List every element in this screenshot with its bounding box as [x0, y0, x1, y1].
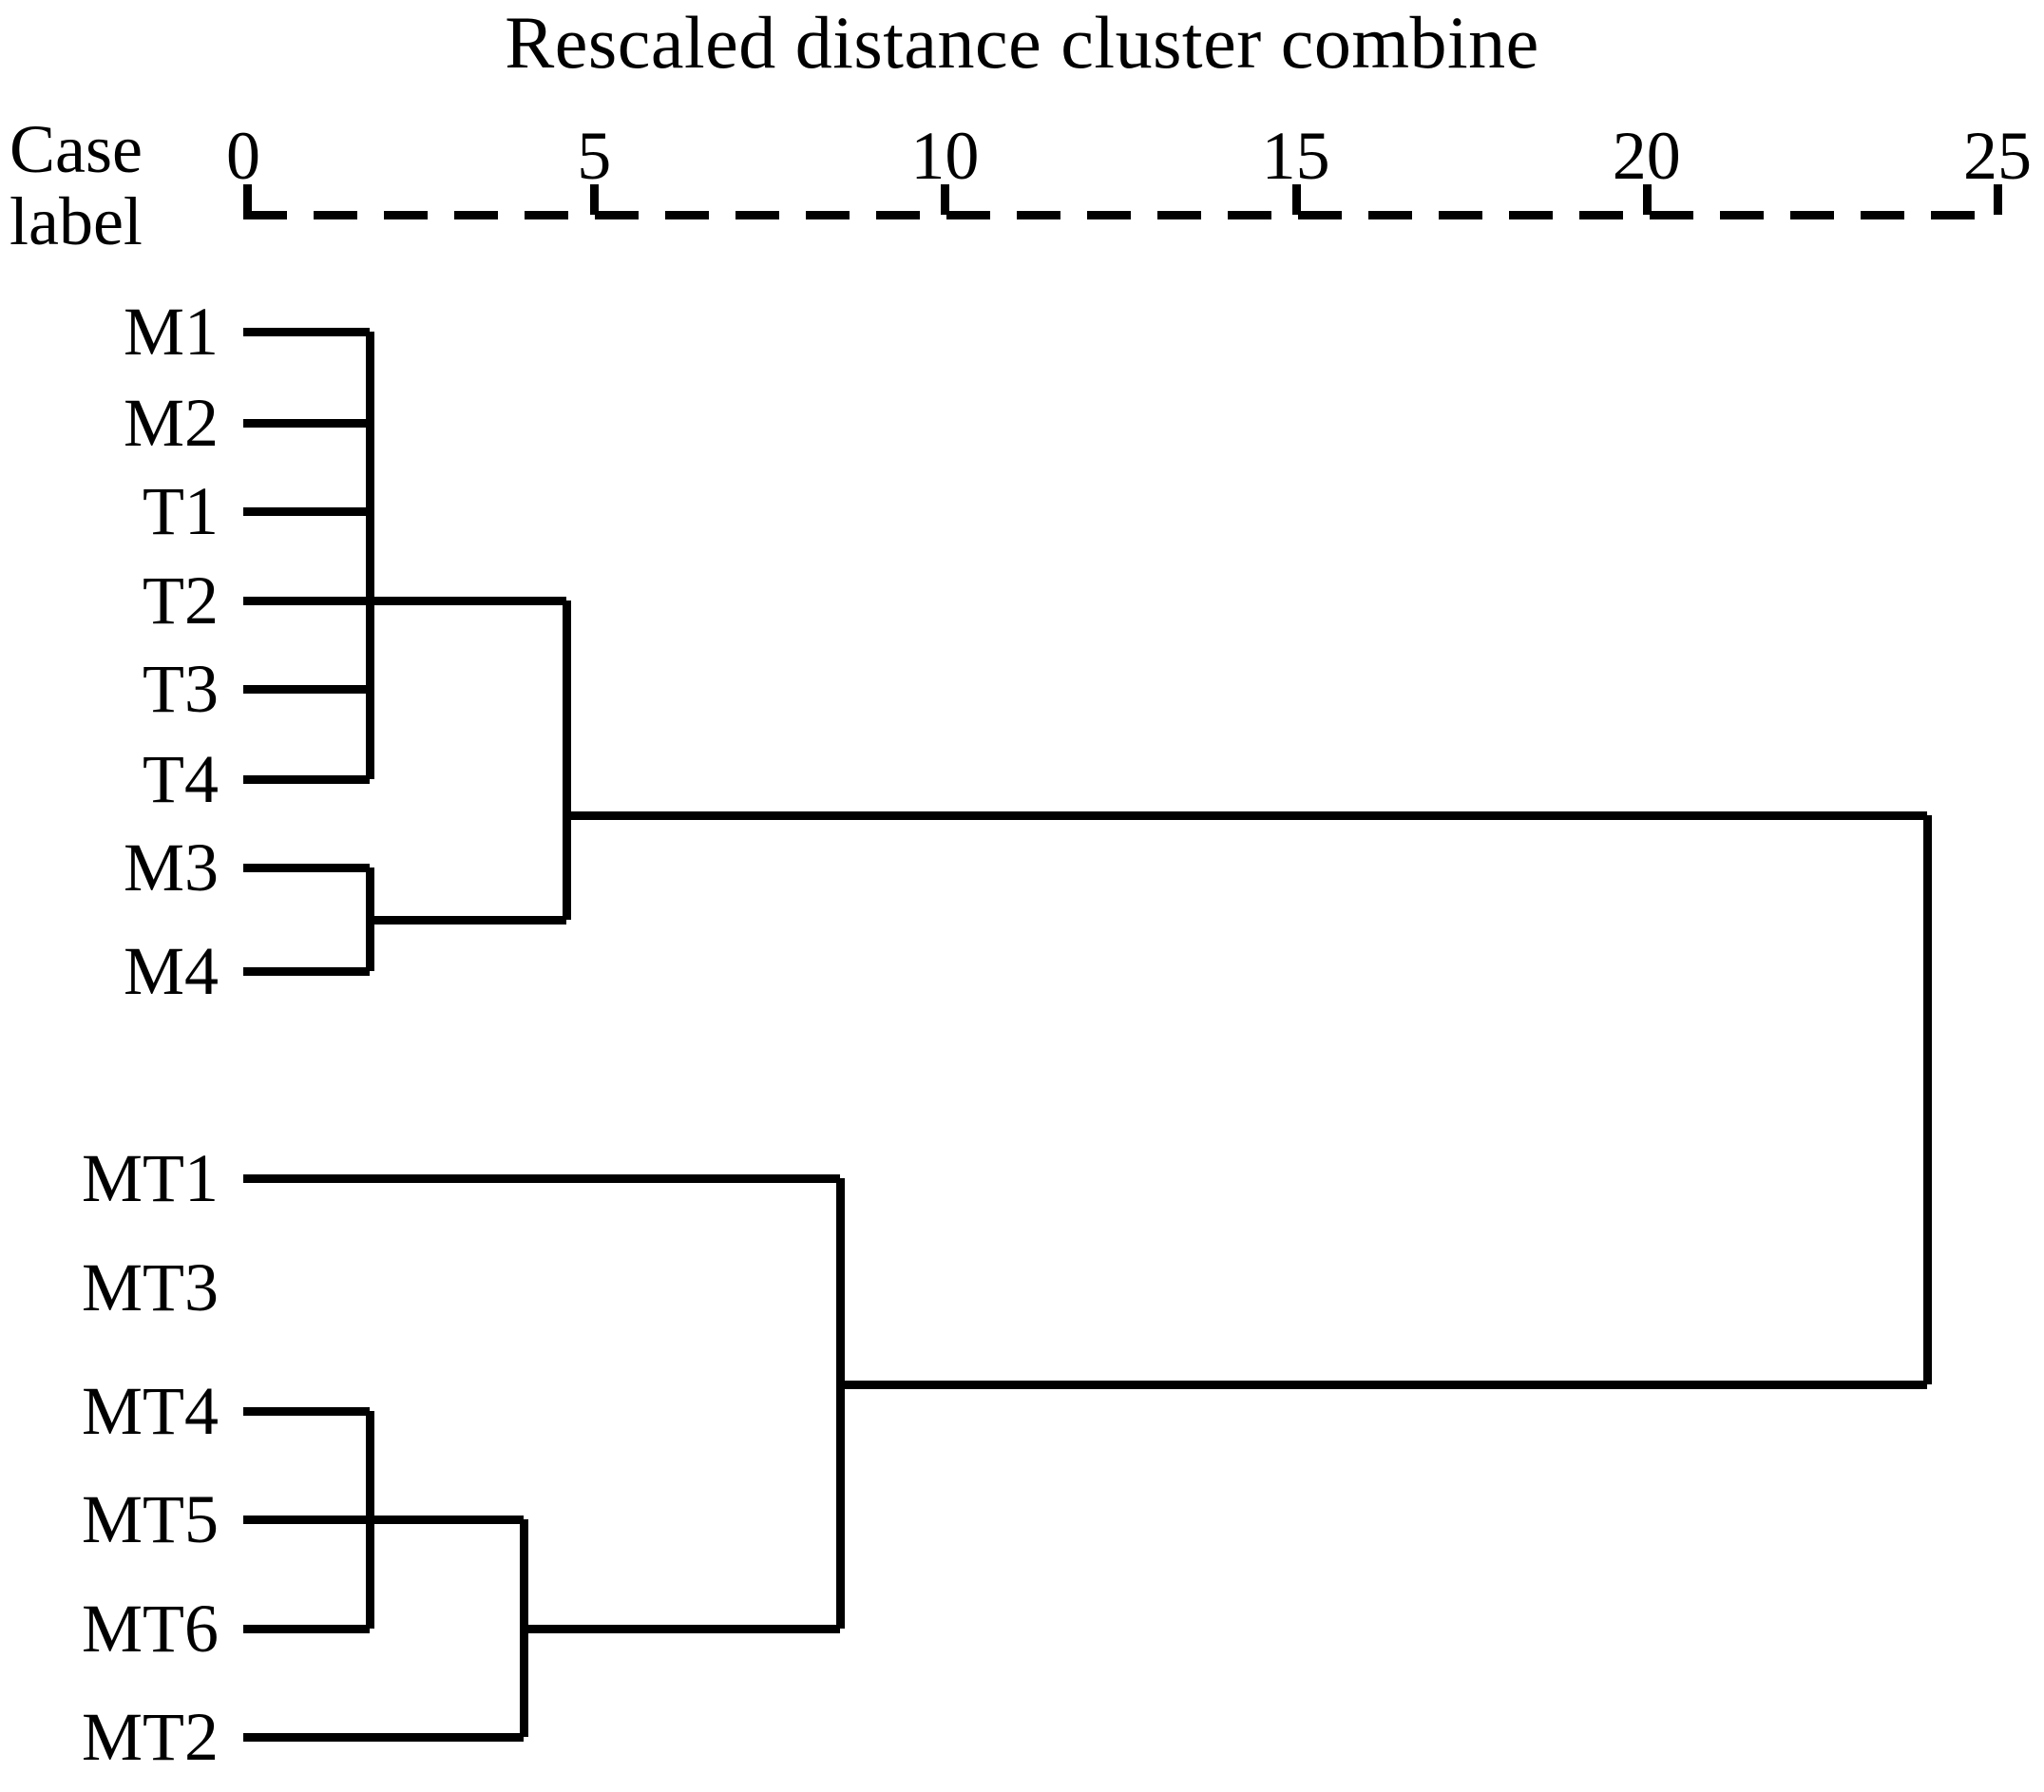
leaf-label-m4: M4	[123, 933, 219, 1009]
leaf-label-t4: T4	[143, 741, 219, 817]
axis-tick-mark-5	[590, 184, 600, 215]
axis-dash-segment	[454, 211, 498, 219]
leaf-label-mt4: MT4	[82, 1373, 219, 1449]
axis-tick-mark-10	[941, 184, 950, 215]
axis-dash-segment	[314, 211, 357, 219]
leaf-link-mt6	[243, 1625, 370, 1633]
leaf-label-mt1: MT1	[82, 1140, 219, 1216]
axis-dash-segment	[1861, 211, 1904, 219]
axis-dash-segment	[1650, 211, 1693, 219]
axis-dash-segment	[665, 211, 709, 219]
leaf-link-m4	[243, 967, 370, 976]
leaf-link-m1	[243, 328, 370, 336]
axis-dash-segment	[595, 211, 639, 219]
axis-dash-segment	[735, 211, 779, 219]
cluster-spine-m1-t4	[365, 332, 374, 779]
x-tick-label-25: 25	[1963, 118, 2032, 194]
leaf-link-mt5	[243, 1516, 370, 1524]
axis-dash-segment	[384, 211, 428, 219]
axis-dash-segment	[1298, 211, 1342, 219]
leaf-label-m1: M1	[123, 294, 219, 370]
case-label-line-1: Case	[10, 111, 143, 187]
leaf-link-m2	[243, 419, 370, 428]
axis-dash-segment	[1720, 211, 1764, 219]
axis-dash-segment	[1439, 211, 1482, 219]
case-label-line-2: label	[10, 182, 143, 259]
leaf-label-m3: M3	[123, 829, 219, 906]
cluster-link-lower-to-root	[839, 1381, 1928, 1389]
axis-dash-segment	[1368, 211, 1412, 219]
axis-dash-segment	[1017, 211, 1060, 219]
x-tick-label-15: 15	[1261, 118, 1330, 194]
cluster-link-m1t4-to-upper	[369, 597, 566, 605]
axis-dash-segment	[946, 211, 990, 219]
leaf-link-mt2	[243, 1733, 525, 1742]
axis-tick-mark-15	[1291, 184, 1301, 215]
root-spine	[1923, 815, 1933, 1384]
axis-dash-segment	[1228, 211, 1271, 219]
axis-dash-segment	[1087, 211, 1131, 219]
x-tick-label-5: 5	[577, 118, 612, 194]
axis-dash-segment	[243, 211, 287, 219]
cluster-spine-upper	[562, 601, 571, 920]
leaf-label-mt6: MT6	[82, 1591, 219, 1667]
chart-title: Rescaled distance cluster combine	[505, 1, 1539, 84]
leaf-link-t1	[243, 507, 370, 516]
leaf-link-mt4	[243, 1407, 370, 1416]
axis-tick-mark-0	[243, 184, 252, 215]
leaf-label-t2: T2	[143, 562, 219, 639]
leaf-link-t4	[243, 775, 370, 784]
leaf-label-mt2: MT2	[82, 1699, 219, 1775]
axis-dash-segment	[1509, 211, 1553, 219]
leaf-label-mt5: MT5	[82, 1481, 219, 1557]
axis-dash-segment	[1579, 211, 1623, 219]
x-tick-label-10: 10	[910, 118, 980, 194]
leaf-label-mt3: MT3	[82, 1249, 219, 1325]
leaf-link-mt1	[243, 1174, 840, 1183]
leaf-link-t3	[243, 685, 370, 694]
cluster-link-mt456-to-e	[369, 1516, 525, 1524]
leaf-link-t2	[243, 597, 370, 605]
cluster-link-m3m4-to-upper	[369, 915, 566, 925]
leaf-link-m3	[243, 864, 370, 872]
axis-tick-mark-25	[1994, 184, 2002, 215]
axis-dash-segment	[1931, 211, 1975, 219]
axis-dash-segment	[1790, 211, 1834, 219]
axis-dash-segment	[525, 211, 568, 219]
axis-tick-mark-20	[1642, 184, 1652, 215]
axis-dash-segment	[1157, 211, 1201, 219]
cluster-link-upper-to-root	[565, 811, 1928, 820]
cluster-spine-f	[835, 1178, 845, 1629]
leaf-label-m2: M2	[123, 385, 219, 461]
x-tick-label-20: 20	[1612, 118, 1681, 194]
leaf-label-t1: T1	[143, 473, 219, 549]
case-label-caption: Case label	[10, 111, 200, 259]
axis-dash-segment	[876, 211, 920, 219]
x-tick-label-0: 0	[226, 118, 260, 194]
leaf-label-t3: T3	[143, 651, 219, 727]
cluster-link-e-to-f	[524, 1625, 840, 1633]
axis-dash-segment	[806, 211, 850, 219]
